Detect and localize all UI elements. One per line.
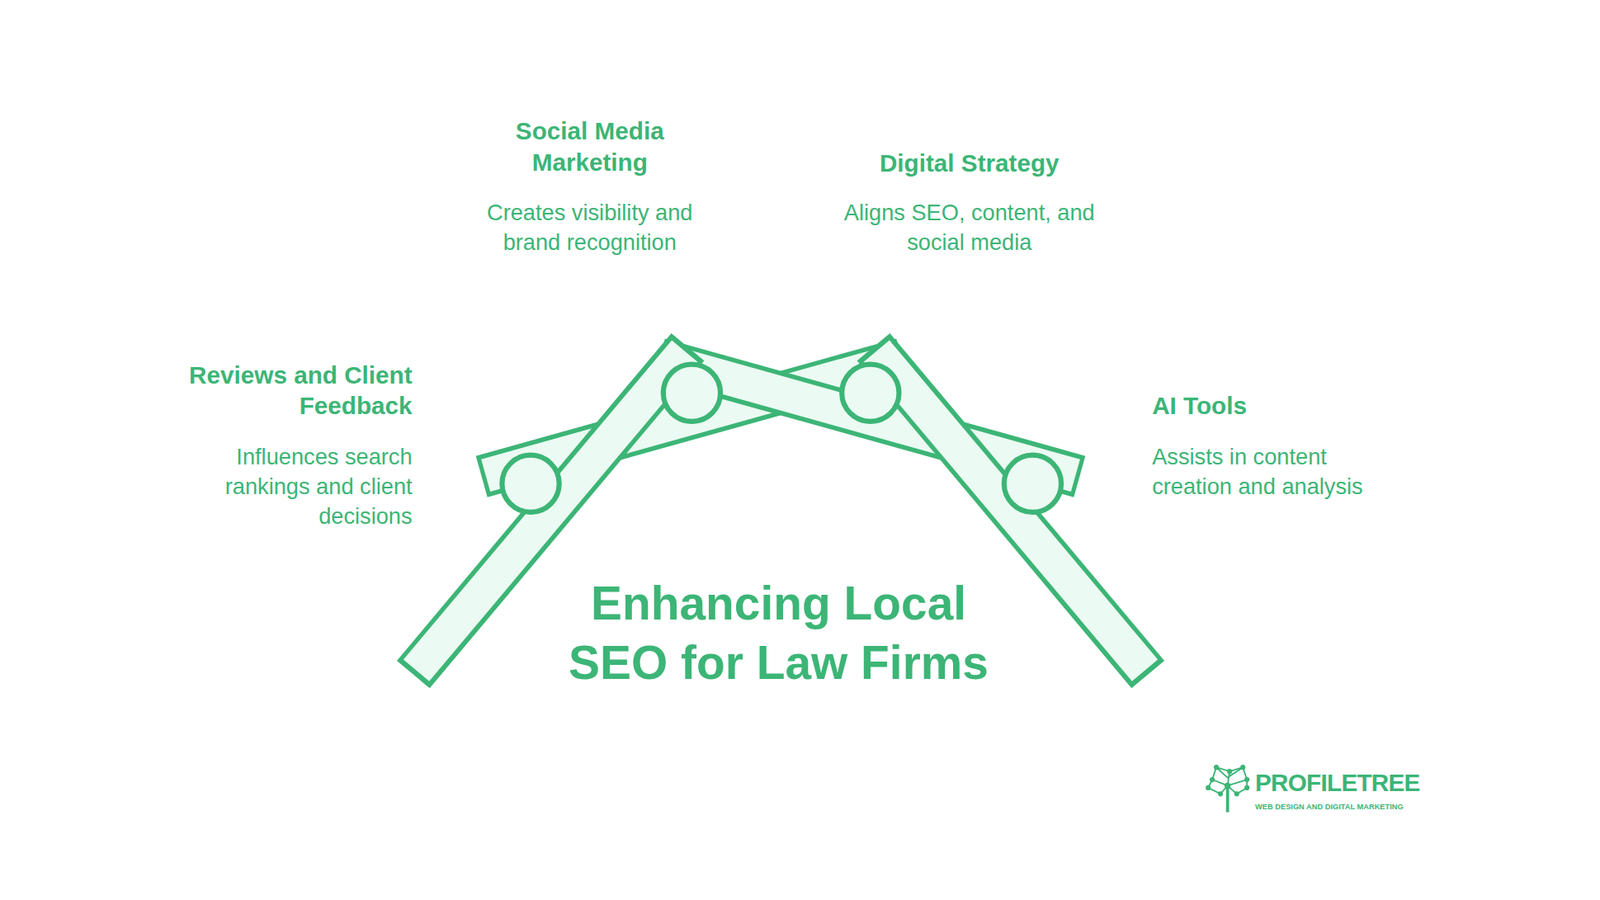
- linkage-joints: [501, 364, 1062, 513]
- joint-circle: [501, 455, 559, 513]
- logo-dot: [1244, 785, 1250, 791]
- logo-dot: [1244, 777, 1250, 783]
- logo-wordmark: PROFILETREE: [1255, 767, 1459, 798]
- item-description: Aligns SEO, content, and social media: [818, 198, 1121, 258]
- logo-dot: [1227, 769, 1232, 775]
- crossbar-right-fill: [663, 360, 1077, 477]
- logo-dot: [1213, 764, 1219, 770]
- logo-dot: [1240, 764, 1246, 770]
- joint-circle: [841, 364, 899, 422]
- joint-circle: [1004, 455, 1062, 513]
- logo-dot: [1234, 791, 1240, 797]
- logo-dot: [1205, 785, 1211, 791]
- item-description: Influences search rankings and client de…: [177, 442, 412, 532]
- logo-dot: [1209, 777, 1215, 783]
- item-heading: Social Media Marketing: [487, 116, 692, 178]
- logo-dots: [1205, 764, 1250, 797]
- joint-circle: [663, 364, 721, 422]
- logo-dot: [1224, 783, 1231, 789]
- logo-tagline: WEB DESIGN AND DIGITAL MARKETING: [1255, 802, 1459, 812]
- item-description: Creates visibility and brand recognition: [462, 198, 718, 258]
- logo-network: [1208, 767, 1247, 794]
- item-description: Assists in content creation and analysis: [1151, 442, 1412, 502]
- diagram-title: Enhancing Local SEO for Law Firms: [553, 573, 1003, 692]
- item-heading: AI Tools: [1151, 391, 1418, 422]
- logo-dot: [1217, 791, 1223, 797]
- logo-tree-icon: [1205, 764, 1250, 813]
- item-heading: Reviews and Client Feedback: [136, 360, 413, 422]
- logo-trunk: [1226, 785, 1230, 812]
- item-heading: Digital Strategy: [816, 147, 1123, 179]
